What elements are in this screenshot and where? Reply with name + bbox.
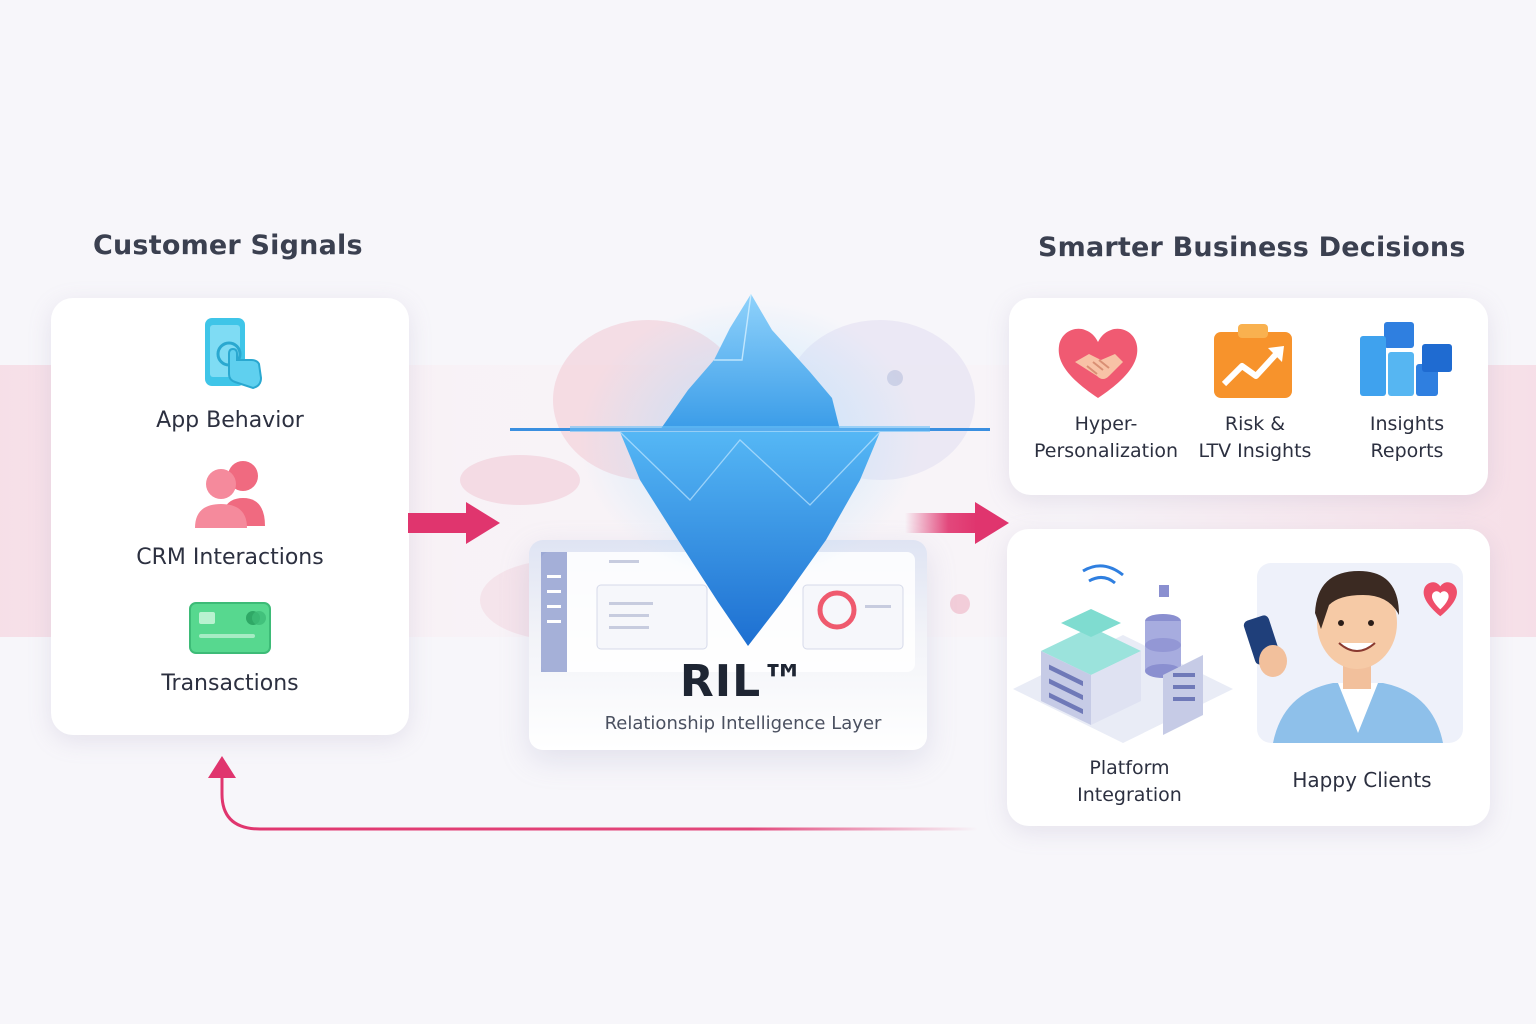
arrow-right-left xyxy=(408,502,500,544)
crm-interactions-label: CRM Interactions xyxy=(136,545,324,570)
happy-clients-label: Happy Clients xyxy=(1292,768,1432,792)
app-behavior-label: App Behavior xyxy=(156,408,304,433)
feedback-loop-arrow xyxy=(208,756,978,831)
customer-signals-heading: Customer Signals xyxy=(93,230,363,261)
platform-integration-label: Platform Integration xyxy=(1077,757,1182,806)
server-platform-icon xyxy=(1013,564,1233,743)
credit-card-icon xyxy=(189,602,271,654)
ril-subtitle: Relationship Intelligence Layer xyxy=(604,713,882,734)
happy-client-icon xyxy=(1243,563,1463,743)
transactions-label: Transactions xyxy=(161,671,299,696)
risk-ltv-label: Risk & LTV Insights xyxy=(1198,413,1312,462)
report-blocks-icon xyxy=(1360,322,1452,396)
hyper-personalization-label: Hyper- Personalization xyxy=(1033,413,1179,462)
clipboard-chart-icon xyxy=(1214,324,1292,398)
insights-reports-label: Insights Reports xyxy=(1369,413,1445,462)
iceberg-icon xyxy=(510,293,990,646)
decisions-top-card: Hyper- Personalization Risk & LTV Insigh… xyxy=(1009,298,1488,495)
users-icon xyxy=(195,461,265,528)
heart-handshake-icon xyxy=(1058,328,1138,398)
decisions-heading: Smarter Business Decisions xyxy=(1038,232,1466,263)
ril-title: RIL™ xyxy=(679,656,807,707)
phone-tap-icon xyxy=(205,318,263,390)
decisions-bottom-card: Platform Integration Happy Clients xyxy=(1007,529,1490,826)
customer-signals-card: App Behavior CRM Interactions Transactio… xyxy=(51,298,409,735)
arrow-right-right xyxy=(905,502,1009,544)
